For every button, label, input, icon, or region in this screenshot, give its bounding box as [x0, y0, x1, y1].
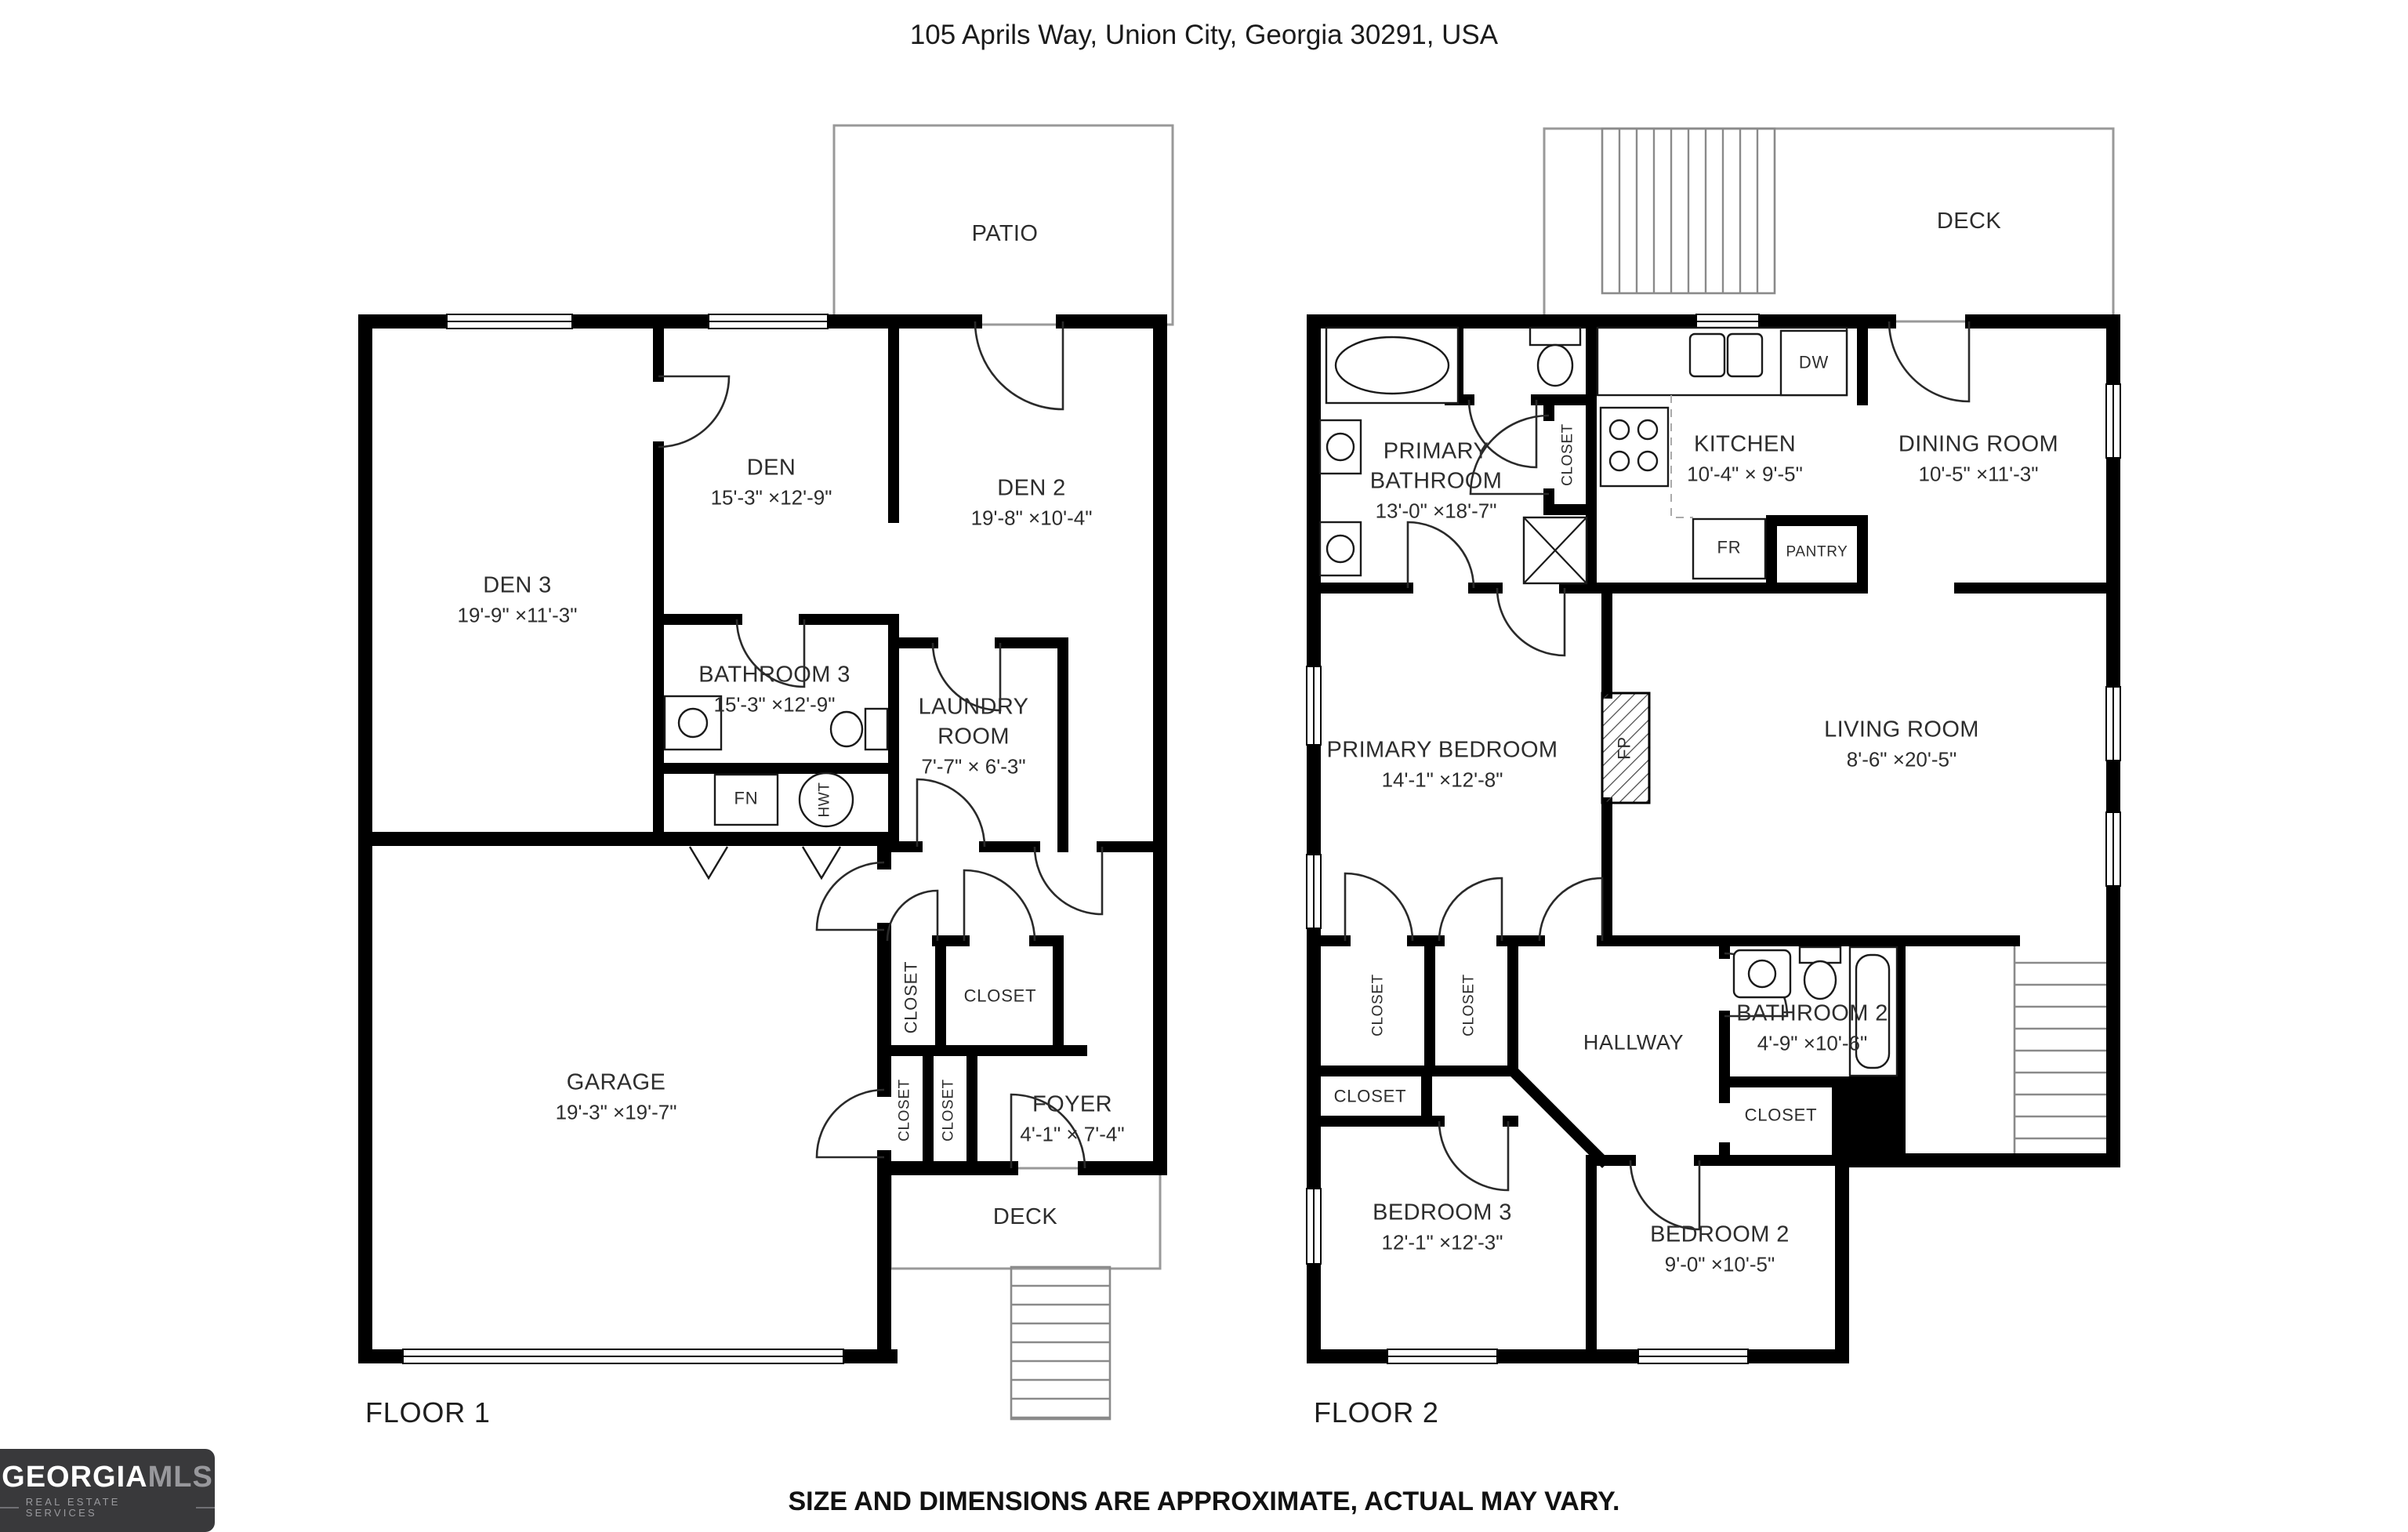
fireplace-label: FP	[1616, 736, 1635, 760]
pantry-label: PANTRY	[1786, 543, 1848, 561]
room-label-den3: DEN 3 19'-9" ×11'-3"	[457, 573, 578, 626]
room-label-den: DEN 15'-3" ×12'-9"	[710, 456, 832, 509]
fixtures	[663, 326, 1900, 1160]
disclaimer: SIZE AND DIMENSIONS ARE APPROXIMATE, ACT…	[788, 1487, 1620, 1516]
logo-brand-suffix: MLS	[147, 1461, 213, 1494]
closet-label: CLOSET	[940, 1079, 958, 1142]
closet-label: CLOSET	[1559, 423, 1577, 486]
room-label-kitchen: KITCHEN 10'-4" × 9'-5"	[1687, 432, 1803, 485]
fridge-label: FR	[1717, 539, 1742, 558]
room-label-primary-bathroom: PRIMARY BATHROOM 13'-0" ×18'-7"	[1369, 439, 1503, 522]
walls	[358, 314, 2120, 1363]
closet-label: CLOSET	[896, 1079, 914, 1142]
room-label-bathroom3: BATHROOM 3 15'-3" ×12'-9"	[698, 663, 850, 716]
room-label-living: LIVING ROOM 8'-6" ×20'-5"	[1824, 717, 1979, 771]
patio-label: PATIO	[971, 222, 1039, 248]
room-label-bedroom2: BEDROOM 2 9'-0" ×10'-5"	[1650, 1222, 1790, 1276]
floor1-title: FLOOR 1	[365, 1397, 491, 1429]
deck-label-floor2: DECK	[1936, 209, 2002, 235]
room-label-laundry: LAUNDRY ROOM 7'-7" × 6'-3"	[918, 695, 1029, 778]
closet-label: CLOSET	[902, 960, 922, 1034]
dishwasher-label: DW	[1798, 354, 1830, 373]
closet-label: CLOSET	[1333, 1087, 1407, 1107]
room-label-garage: GARAGE 19'-3" ×19'-7"	[555, 1070, 677, 1124]
logo-brand: GEORGIA	[2, 1461, 148, 1494]
address-title: 105 Aprils Way, Union City, Georgia 3029…	[909, 19, 1499, 50]
hot-water-tank-label: HWT	[816, 782, 834, 818]
room-label-bedroom3: BEDROOM 3 12'-1" ×12'-3"	[1373, 1200, 1512, 1254]
furnace-label: FN	[734, 790, 759, 809]
floor2-title: FLOOR 2	[1314, 1397, 1439, 1429]
closet-label: CLOSET	[1460, 974, 1478, 1036]
hallway-label: HALLWAY	[1583, 1030, 1685, 1055]
deck-label-floor1: DECK	[992, 1205, 1058, 1231]
logo-tagline: REAL ESTATE SERVICES	[25, 1497, 121, 1519]
room-label-primary-bedroom: PRIMARY BEDROOM 14'-1" ×12'-8"	[1326, 738, 1558, 791]
georgia-mls-logo: GEORGIAMLS REAL ESTATE SERVICES	[0, 1449, 215, 1532]
room-label-dining: DINING ROOM 10'-5" ×11'-3"	[1898, 432, 2059, 485]
room-label-bathroom2: BATHROOM 2 4'-9" ×10'-6"	[1736, 1001, 1888, 1055]
closet-label: CLOSET	[1369, 974, 1387, 1036]
closet-label: CLOSET	[963, 987, 1037, 1007]
windows	[402, 314, 2121, 1364]
stairs	[1010, 127, 2113, 1421]
room-label-foyer: FOYER 4'-1" × 7'-4"	[1020, 1092, 1125, 1145]
closet-label: CLOSET	[1744, 1106, 1818, 1126]
logo-tagline-row: REAL ESTATE SERVICES	[0, 1497, 215, 1519]
logo-rule-right	[195, 1507, 215, 1508]
room-label-den2: DEN 2 19'-8" ×10'-4"	[970, 476, 1093, 529]
logo-rule-left	[0, 1507, 20, 1508]
logo-brandline: GEORGIAMLS	[2, 1462, 213, 1492]
